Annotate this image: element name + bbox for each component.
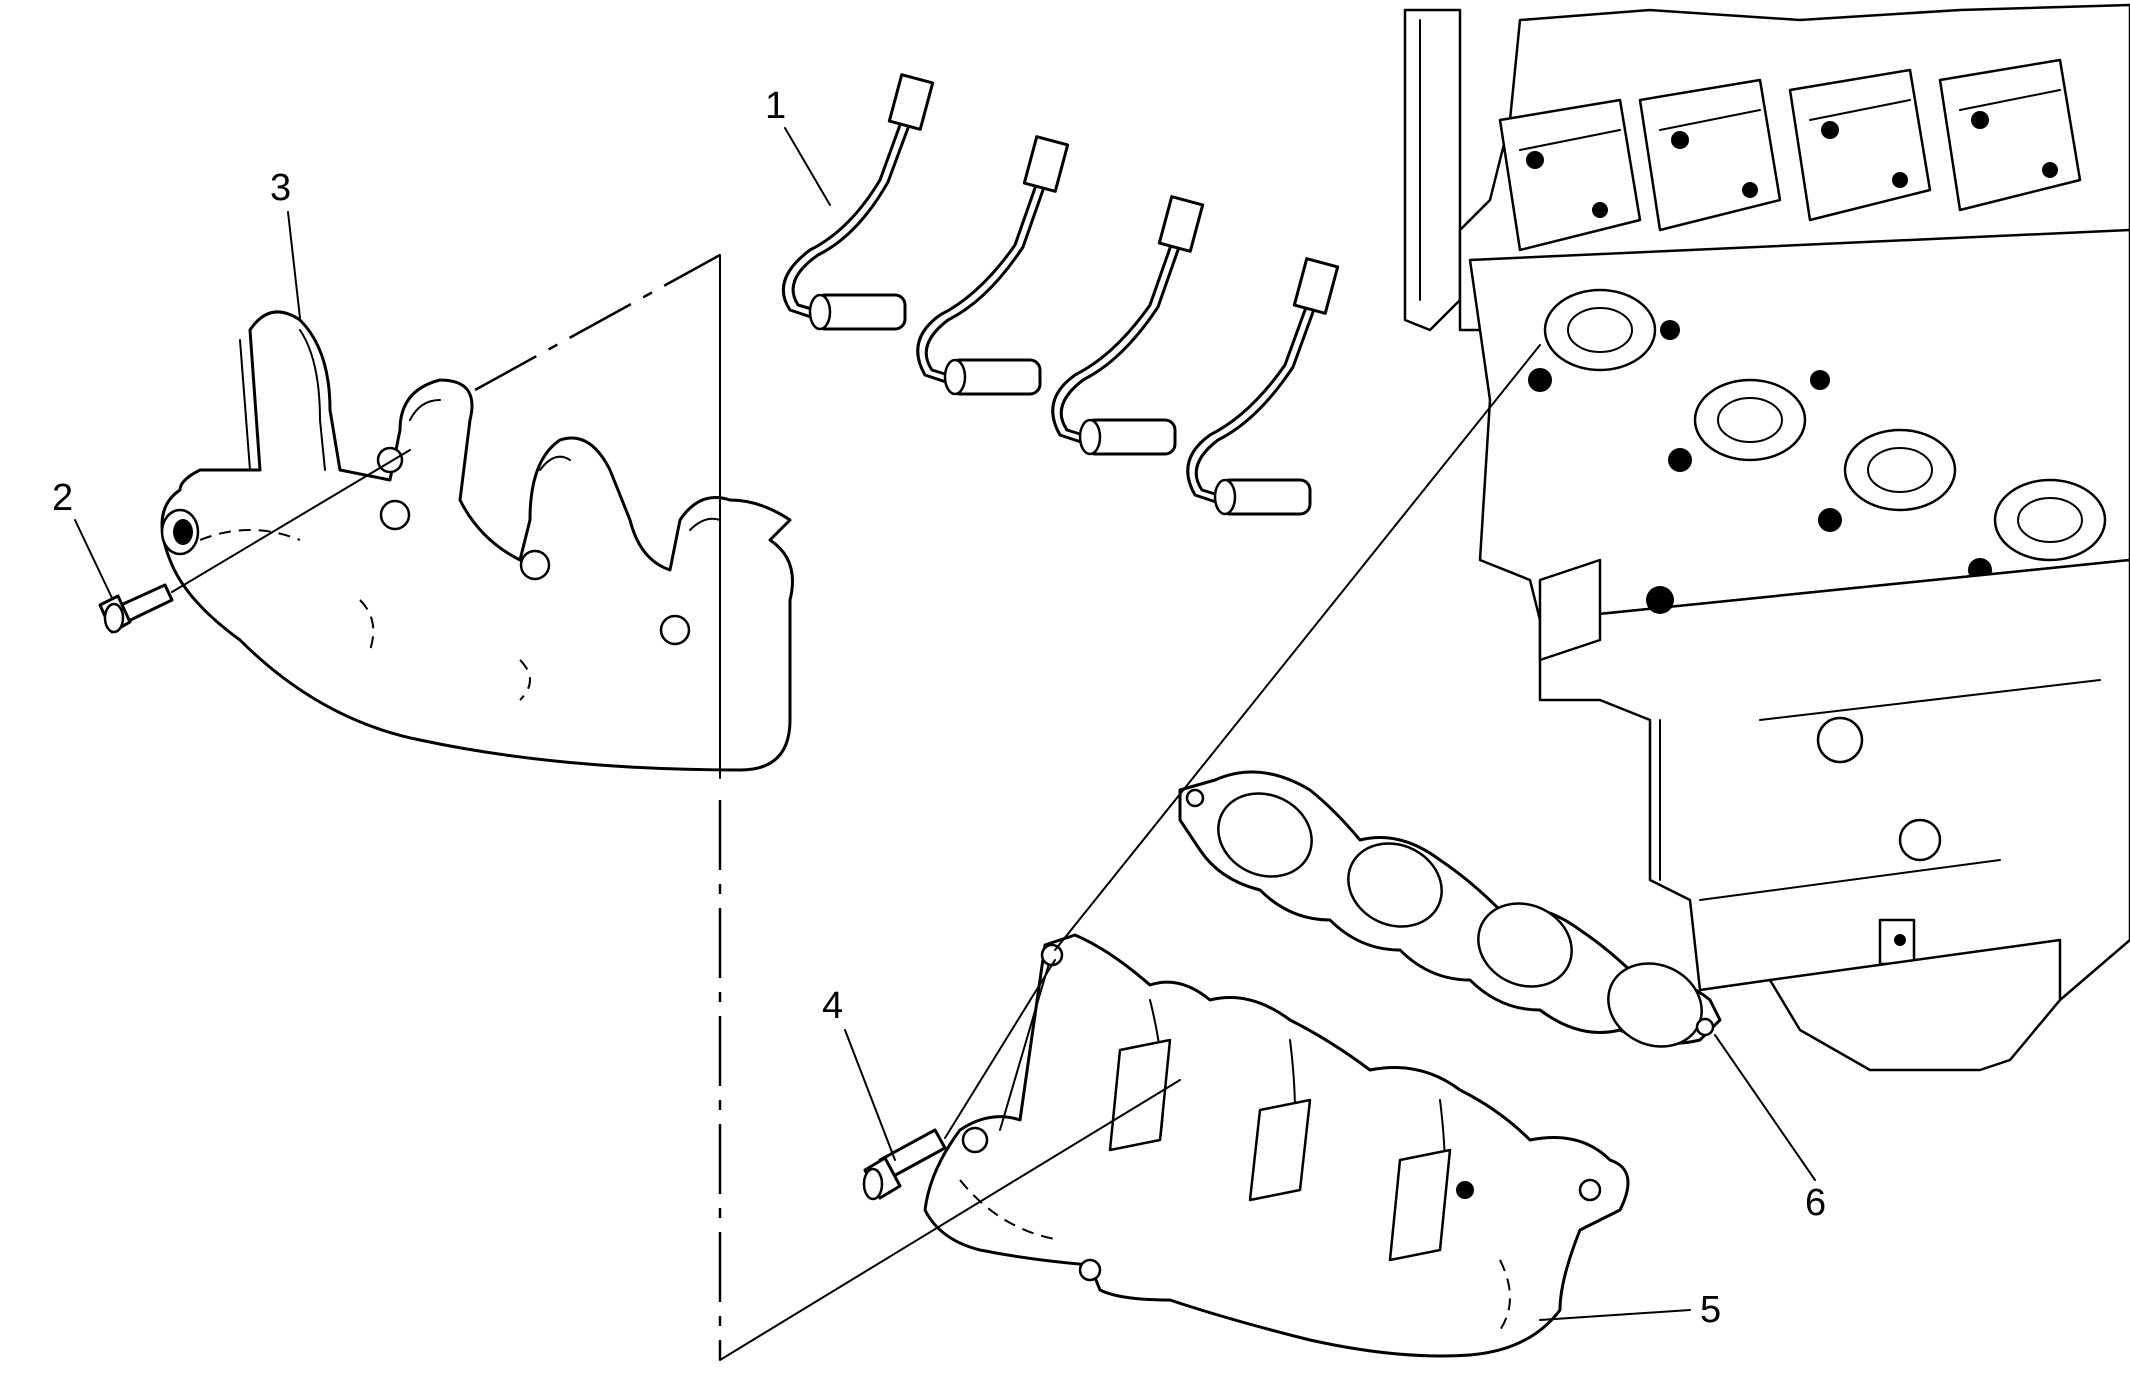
callout-4: 4 [822, 985, 843, 1027]
manifold-bolt [862, 959, 1056, 1201]
leader-5 [1539, 1309, 1691, 1321]
callout-6: 6 [1805, 1182, 1826, 1224]
leader-1 [784, 127, 831, 206]
oxygen-sensor-wires [781, 73, 1340, 516]
leader-2 [74, 519, 113, 599]
assembly-lines [474, 253, 1541, 1361]
callouts: 1 2 3 4 5 6 [52, 85, 1826, 1331]
manifold-gasket [1178, 770, 1722, 1048]
leader-4 [844, 1029, 896, 1161]
callout-5: 5 [1700, 1289, 1721, 1331]
leader-6 [1714, 1034, 1816, 1181]
exhaust-manifold [923, 933, 1630, 1358]
heat-shield-bolt [98, 449, 411, 634]
leader-3 [287, 211, 301, 319]
upper-heat-shield [160, 310, 794, 772]
callout-1: 1 [765, 85, 786, 127]
callout-2: 2 [52, 477, 73, 519]
callout-3: 3 [270, 167, 291, 209]
engine-block [1403, 3, 2130, 1072]
